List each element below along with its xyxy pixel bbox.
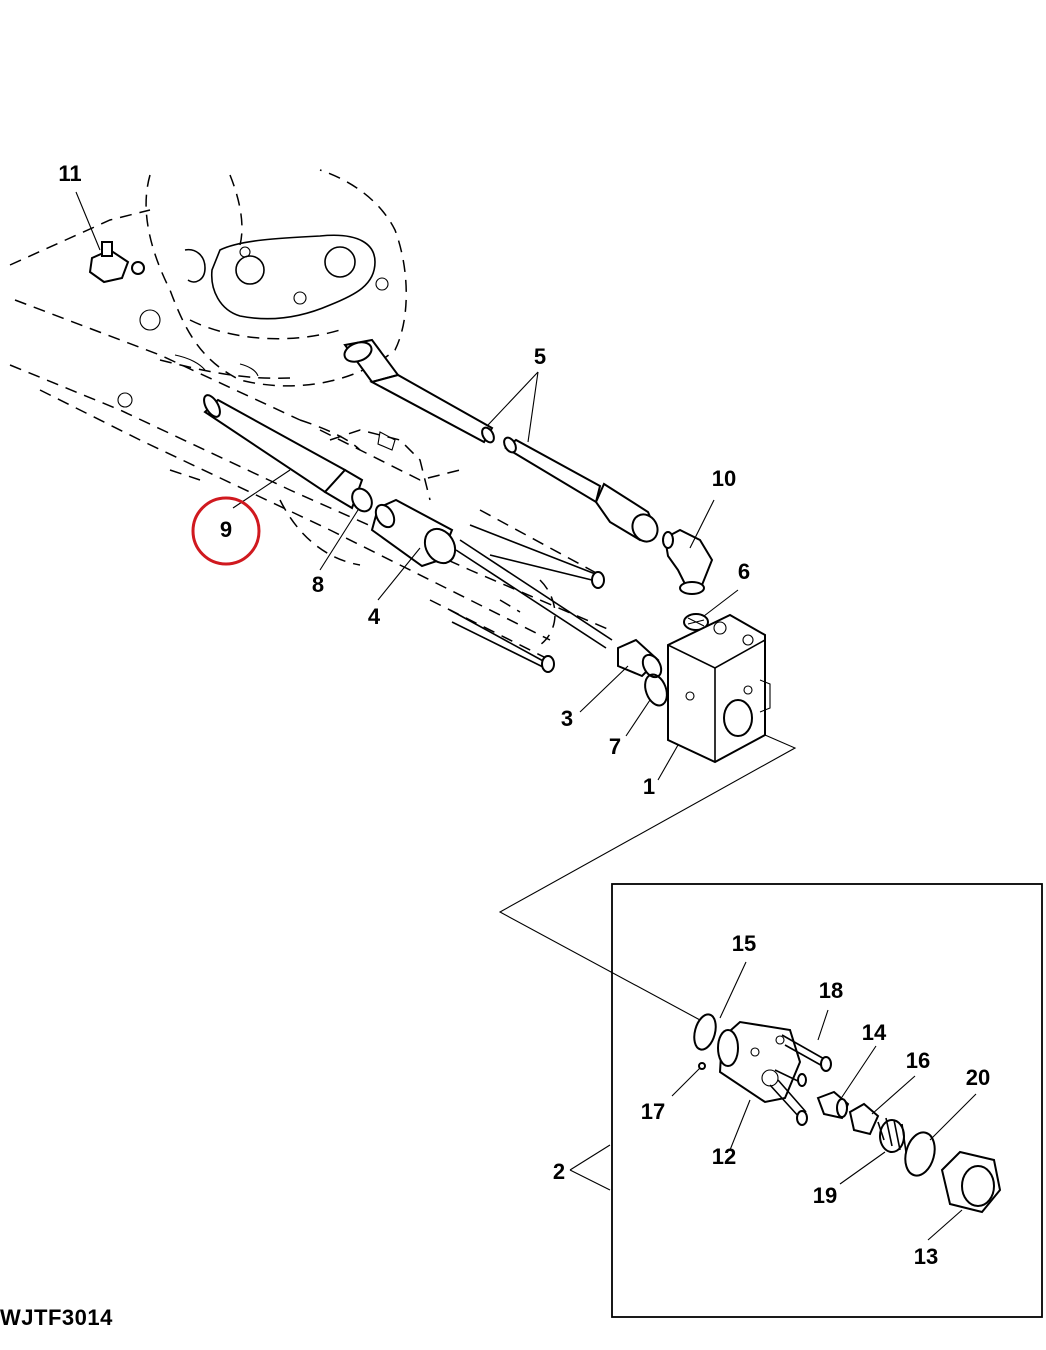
- callout-9: 9: [220, 517, 232, 542]
- mount-block-outline: [329, 429, 431, 501]
- part-13-plug: [940, 1150, 1002, 1214]
- part-14-poppet: [816, 1090, 850, 1120]
- callout-4: 4: [368, 604, 381, 629]
- callout-15: 15: [732, 931, 756, 956]
- callout-14: 14: [862, 1020, 887, 1045]
- callout-1: 1: [643, 774, 655, 799]
- callout-11: 11: [58, 161, 81, 186]
- callout-3: 3: [561, 706, 573, 731]
- part-9-tube: [203, 394, 364, 510]
- part-20-o-ring: [904, 1131, 936, 1177]
- part-17-pin: [698, 1062, 706, 1070]
- callout-10: 10: [712, 466, 736, 491]
- callout-2: 2: [553, 1159, 565, 1184]
- detail-frame: [611, 883, 1043, 1318]
- callout-8: 8: [312, 572, 324, 597]
- part-8-nut: [351, 487, 373, 513]
- highlight-circle-9: [191, 496, 261, 566]
- detail-pointer: [498, 734, 797, 1021]
- callout-12: 12: [712, 1144, 736, 1169]
- part-16-seat: [848, 1102, 880, 1136]
- part-5-tube-upper: [343, 338, 495, 444]
- engine-housing-outline: [9, 169, 611, 661]
- callout-6: 6: [738, 559, 750, 584]
- part-18-screws: [769, 1034, 832, 1126]
- callout-18: 18: [819, 978, 843, 1003]
- part-10-elbow-fitting: [662, 528, 714, 595]
- part-15-o-ring: [693, 1013, 717, 1051]
- part-5-tube-lower: [503, 436, 659, 543]
- part-1-valve-block: [667, 613, 771, 764]
- engine-flange: [117, 234, 389, 408]
- callout-19: 19: [813, 1183, 837, 1208]
- callout-7: 7: [609, 734, 621, 759]
- part-6-cap: [683, 613, 709, 631]
- callout-5: 5: [534, 344, 546, 369]
- leader-lines: [75, 191, 977, 1241]
- callout-20: 20: [966, 1065, 990, 1090]
- callout-17: 17: [641, 1099, 665, 1124]
- callout-13: 13: [914, 1244, 938, 1269]
- part-3-fitting: [617, 638, 663, 679]
- part-11-sensor-fitting: [88, 241, 145, 284]
- part-7-o-ring: [644, 673, 668, 707]
- long-bolts: [449, 524, 613, 673]
- figure-id-label: WJTF3014: [0, 1305, 113, 1330]
- part-19-spring: [877, 1117, 907, 1153]
- callout-16: 16: [906, 1048, 930, 1073]
- part-4-sleeve: [370, 498, 457, 568]
